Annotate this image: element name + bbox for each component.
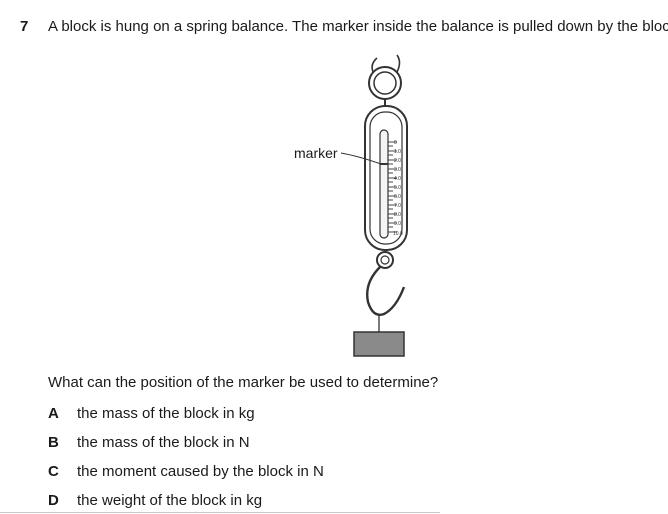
scale-label: 7.0 (394, 203, 401, 209)
question-stem: A block is hung on a spring balance. The… (48, 18, 668, 35)
option-letter: B (48, 434, 59, 451)
scale-label: 9.0 (394, 221, 401, 227)
option-letter: C (48, 463, 59, 480)
top-ring (368, 54, 402, 106)
option-letter: D (48, 492, 59, 509)
scale-label: 4.0 (394, 176, 401, 182)
question-prompt: What can the position of the marker be u… (48, 374, 439, 391)
spring-balance-figure: 0 1.0 2.0 3.0 4.0 5.0 6.0 7.0 8.0 9.0 10… (340, 54, 408, 357)
question-number: 7 (20, 18, 29, 35)
option-letter: A (48, 405, 59, 422)
scale-ticks (388, 141, 397, 233)
option-text: the moment caused by the block in N (77, 463, 324, 480)
block (353, 331, 405, 357)
scale-label: 1.0 (394, 149, 401, 155)
option-text: the mass of the block in kg (77, 405, 255, 422)
scale-label: 5.0 (394, 185, 401, 191)
bottom-divider (0, 512, 440, 513)
option-text: the weight of the block in kg (77, 492, 263, 509)
scale-label: 3.0 (394, 167, 401, 173)
marker-leader-line (340, 152, 382, 165)
scale-label: 2.0 (394, 158, 401, 164)
hook (366, 251, 406, 332)
marker-label: marker (294, 145, 338, 161)
scale-label: 10.0 (393, 231, 403, 237)
scale-label: 6.0 (394, 194, 401, 200)
option-text: the mass of the block in N (77, 434, 250, 451)
scale-label: 8.0 (394, 212, 401, 218)
scale-label: 0 (394, 140, 397, 146)
